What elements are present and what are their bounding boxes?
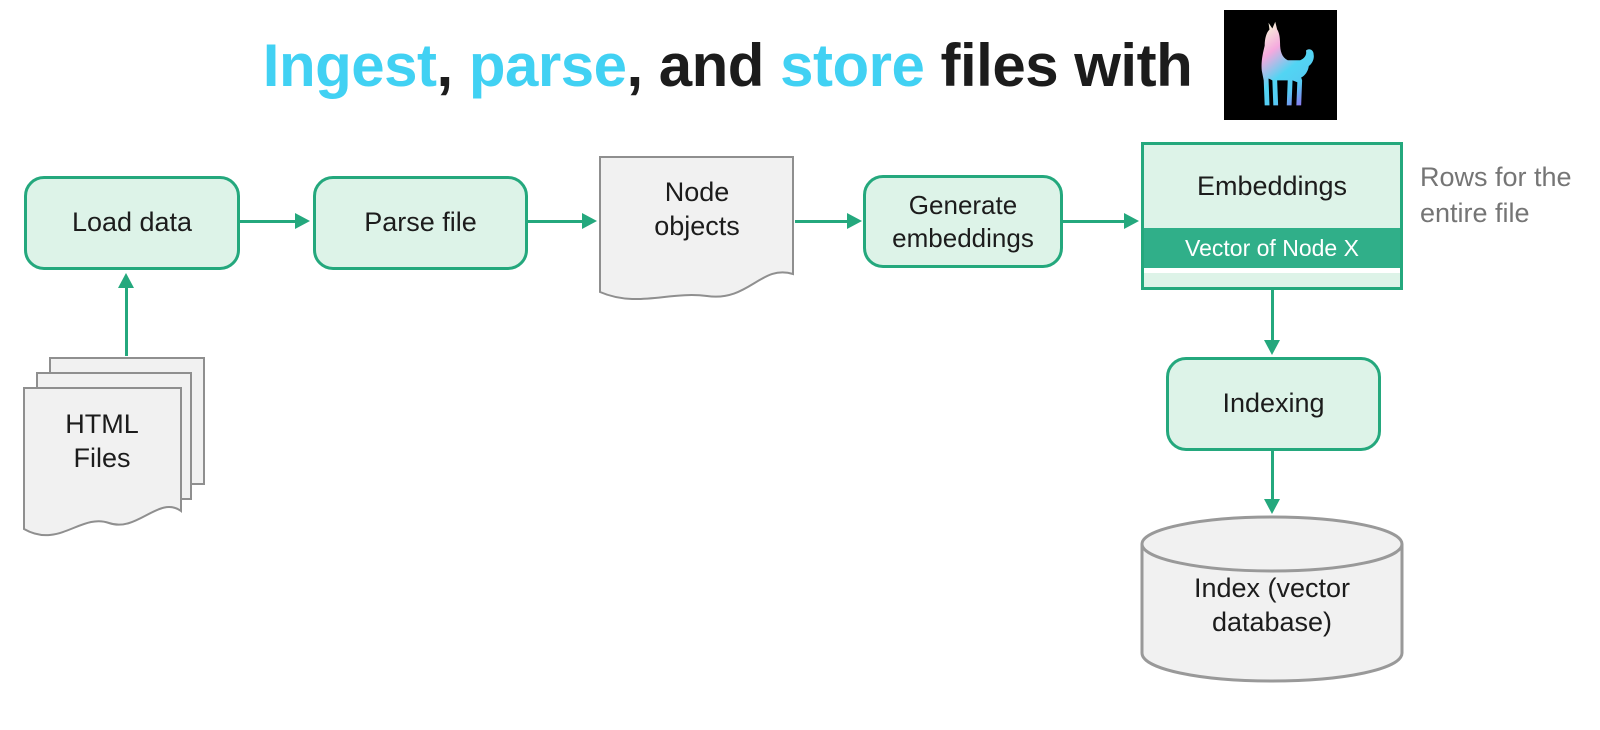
title-word-ingest: Ingest bbox=[262, 31, 437, 99]
parse-file-label: Parse file bbox=[364, 207, 477, 238]
generate-embeddings-label: Generate embeddings bbox=[892, 190, 1034, 253]
title-word-store: store bbox=[780, 31, 925, 99]
llamaindex-logo bbox=[1224, 10, 1338, 120]
title-comma-1: , bbox=[436, 31, 469, 99]
vector-database-cylinder bbox=[1140, 515, 1404, 683]
embeddings-empty-row bbox=[1144, 273, 1400, 287]
node-objects-document-shape bbox=[599, 156, 794, 301]
llama-silhouette-icon bbox=[1261, 21, 1314, 106]
title-word-parse: parse bbox=[468, 31, 627, 99]
title-row: Ingest, parse, and store files with bbox=[0, 6, 1600, 124]
html-files-document-shape bbox=[23, 387, 182, 536]
generate-embeddings-node: Generate embeddings bbox=[863, 175, 1063, 268]
load-data-label: Load data bbox=[71, 207, 193, 238]
arrow-files-to-load bbox=[118, 273, 134, 356]
arrow-embeddings-to-indexing bbox=[1264, 290, 1280, 355]
title-suffix: files with bbox=[924, 31, 1193, 99]
arrow-nodes-to-generate bbox=[795, 213, 862, 229]
embeddings-table-header: Embeddings bbox=[1144, 145, 1400, 228]
arrow-parse-to-nodes bbox=[528, 213, 597, 229]
arrow-indexing-to-index bbox=[1264, 451, 1280, 514]
indexing-label: Indexing bbox=[1222, 388, 1325, 419]
html-files-label: HTML Files bbox=[65, 409, 139, 473]
page-title: Ingest, parse, and store files with bbox=[262, 31, 1193, 100]
arrow-load-to-parse bbox=[240, 213, 310, 229]
node-objects-label: Node objects bbox=[654, 177, 740, 241]
index-db-label: Index (vector database) bbox=[1193, 573, 1351, 637]
load-data-node: Load data bbox=[24, 176, 240, 270]
vector-of-node-row: Vector of Node X bbox=[1144, 228, 1400, 268]
title-word-and: and bbox=[658, 31, 781, 99]
embeddings-table: Embeddings Vector of Node X bbox=[1141, 142, 1403, 290]
embeddings-row-divider bbox=[1144, 268, 1400, 273]
rows-note: Rows for the entire file bbox=[1420, 162, 1572, 228]
indexing-node: Indexing bbox=[1166, 357, 1381, 451]
arrow-generate-to-embeddings bbox=[1063, 213, 1139, 229]
parse-file-node: Parse file bbox=[313, 176, 528, 270]
title-comma-2: , bbox=[626, 31, 659, 99]
